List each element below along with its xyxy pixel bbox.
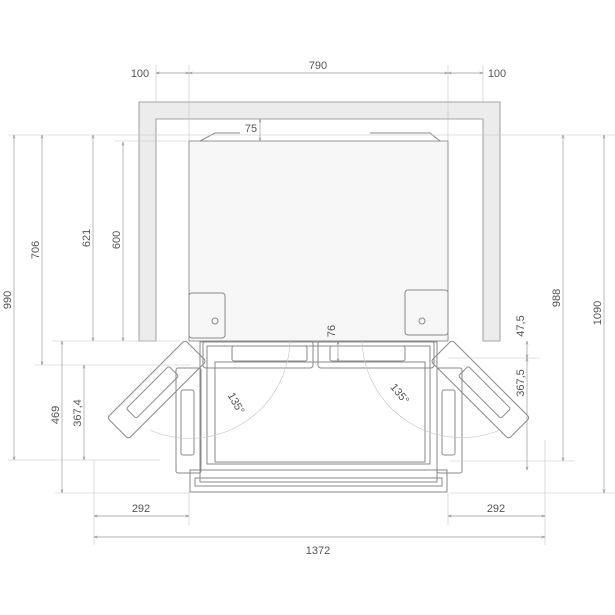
dim-990: 990 xyxy=(2,291,14,309)
dim-76: 76 xyxy=(326,325,338,337)
hinge-cover-right xyxy=(404,289,449,336)
door-left-closed xyxy=(202,340,314,369)
dim-top-right-gap: 100 xyxy=(488,68,506,80)
dim-367-5: 367,5 xyxy=(515,369,527,397)
dim-bottom-total: 1372 xyxy=(306,545,330,557)
dim-988: 988 xyxy=(551,289,563,307)
hinge-cover-left xyxy=(188,292,226,339)
angle-left: 135° xyxy=(225,391,247,417)
dim-47-5: 47,5 xyxy=(515,315,527,336)
fridge-body xyxy=(175,132,463,493)
dim-600: 600 xyxy=(111,231,123,249)
dim-469: 469 xyxy=(50,406,62,424)
dim-621: 621 xyxy=(81,229,93,247)
dim-top-width: 790 xyxy=(309,60,327,72)
dim-top-left-gap: 100 xyxy=(131,68,149,80)
swing-arc-right xyxy=(361,340,501,438)
dim-bottom-left-292: 292 xyxy=(132,503,150,515)
dimension-lines xyxy=(14,73,604,537)
door-right-closed xyxy=(317,340,435,369)
door-right-open xyxy=(431,340,530,439)
dim-top-clearance: 75 xyxy=(245,123,257,135)
swing-arc-left xyxy=(149,340,291,439)
dim-706: 706 xyxy=(30,241,42,259)
dim-367-4: 367,4 xyxy=(72,399,84,427)
dim-bottom-right-292: 292 xyxy=(487,503,505,515)
door-left-open xyxy=(107,340,206,439)
dim-1090: 1090 xyxy=(592,301,604,325)
angle-right: 135° xyxy=(387,381,411,406)
